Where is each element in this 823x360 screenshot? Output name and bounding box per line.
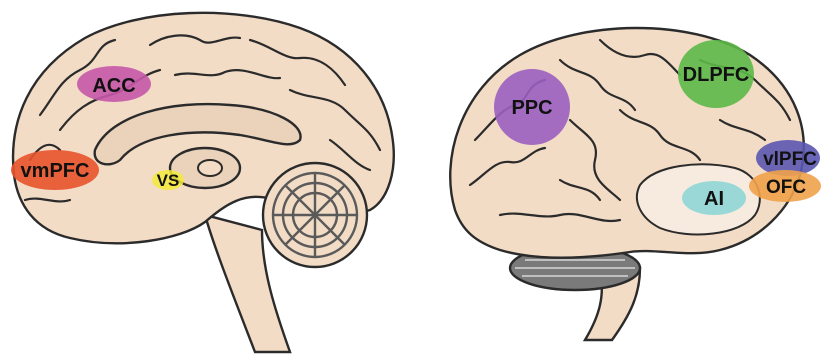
vmpfc-label: vmPFC [21, 160, 90, 182]
ppc-label: PPC [511, 97, 552, 119]
acc-label: ACC [92, 75, 135, 97]
dlpfc-label: DLPFC [683, 64, 750, 86]
ai-label: AI [704, 188, 724, 210]
ofc-label: OFC [766, 177, 806, 198]
vlpfc-label: vlPFC [763, 149, 817, 170]
vs-label: VS [157, 171, 180, 190]
cerebellum-folia [273, 173, 357, 257]
